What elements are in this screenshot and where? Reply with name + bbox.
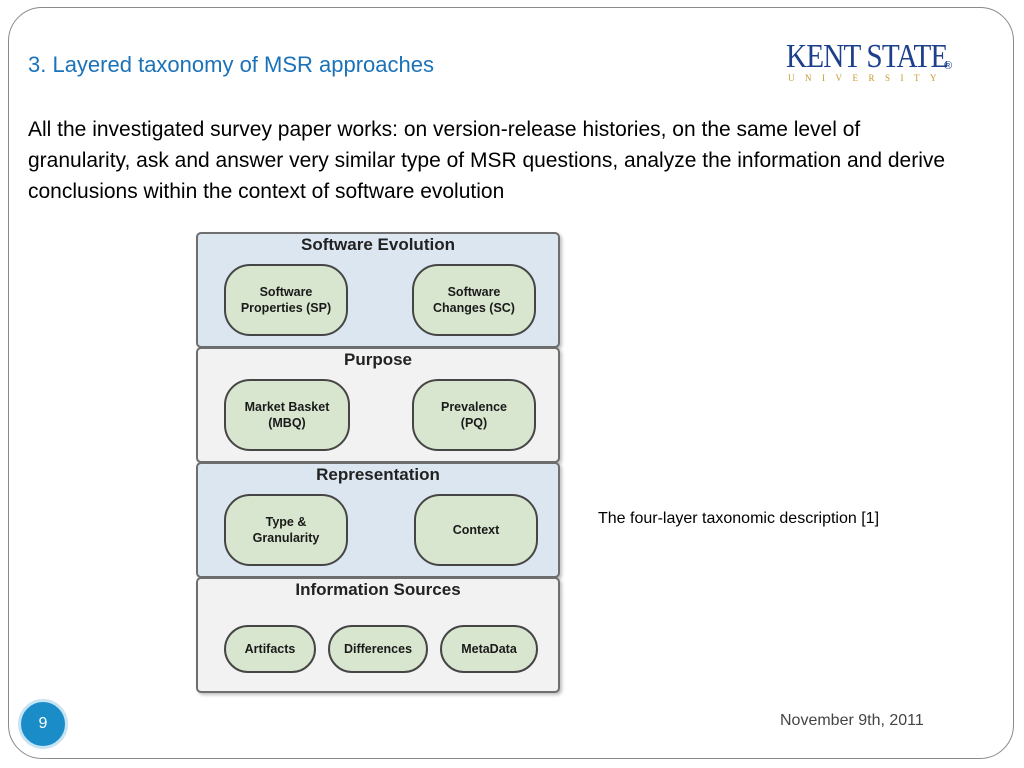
layer-title: Representation [316,465,440,484]
layer-title: Software Evolution [301,235,455,254]
layer-software-evolution: Software Evolution Software Properties (… [196,232,560,348]
layer-title: Purpose [343,350,413,369]
node-software-properties: Software Properties (SP) [224,264,348,336]
node-software-changes: Software Changes (SC) [412,264,536,336]
page-number-badge: 9 [18,699,68,749]
page-number: 9 [38,715,48,732]
slide-title: 3. Layered taxonomy of MSR approaches [28,52,435,77]
node-market-basket: Market Basket (MBQ) [224,379,350,451]
logo-wordmark: KENT STATE [786,38,948,75]
taxonomy-diagram: Software Evolution Software Properties (… [196,232,564,694]
node-artifacts: Artifacts [224,625,316,673]
layer-purpose: Purpose Market Basket (MBQ) Prevalence (… [196,347,560,463]
layer-information-sources: Information Sources Artifacts Difference… [196,577,560,693]
kent-state-logo: KENT STATE ® UNIVERSITY [786,38,956,88]
node-context: Context [414,494,538,566]
node-type-granularity: Type & Granularity [224,494,348,566]
node-differences: Differences [328,625,428,673]
node-metadata: MetaData [440,625,538,673]
slide-body-text: All the investigated survey paper works:… [28,118,946,203]
layer-representation: Representation Type & Granularity Contex… [196,462,560,578]
logo-registered-mark: ® [944,60,953,72]
layer-title: Information Sources [295,580,461,599]
slide-date: November 9th, 2011 [780,712,924,729]
node-prevalence: Prevalence (PQ) [412,379,536,451]
logo-subtitle: UNIVERSITY [788,73,947,83]
diagram-caption: The four-layer taxonomic description [1] [598,510,880,527]
